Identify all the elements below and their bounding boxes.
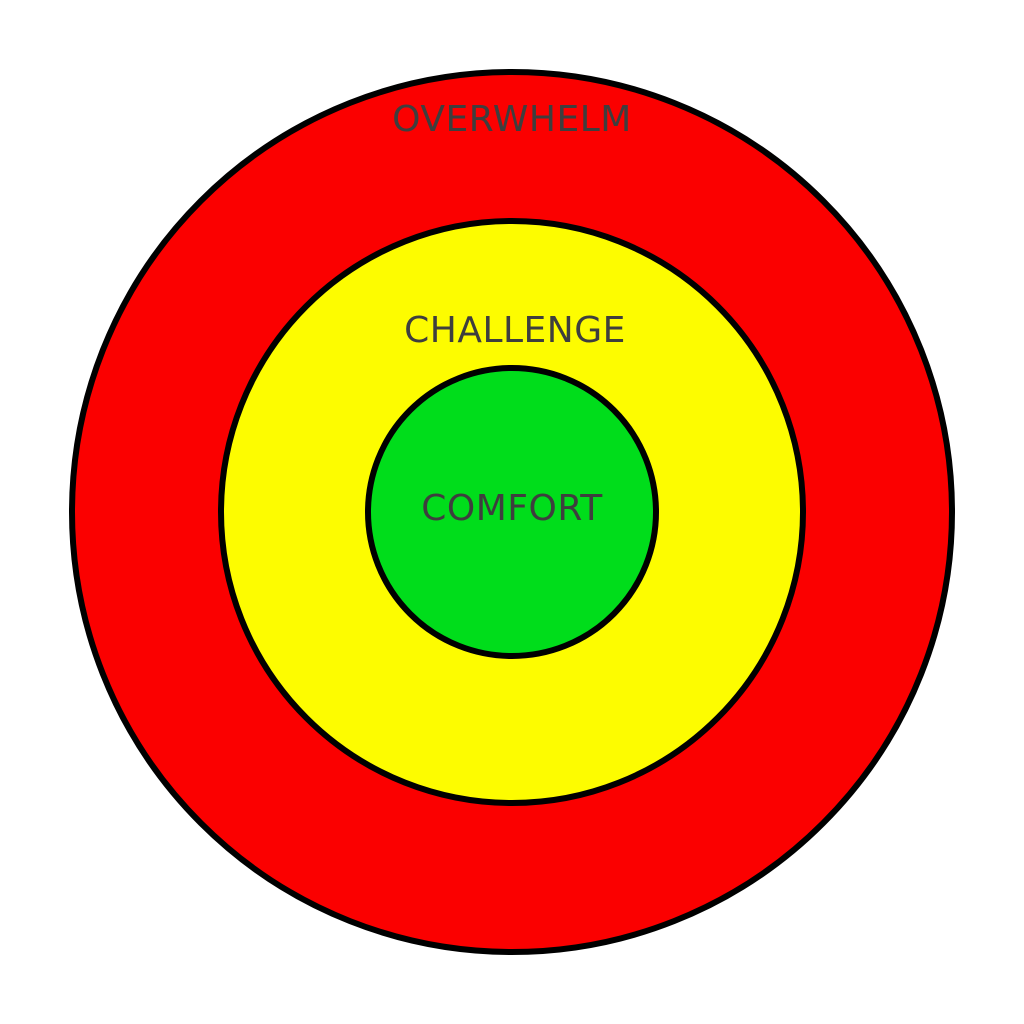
comfort-label: COMFORT [421,488,603,529]
overwhelm-label: OVERWHELM [392,99,632,140]
challenge-label: CHALLENGE [404,310,626,351]
comfort-zone-circle [365,365,659,659]
